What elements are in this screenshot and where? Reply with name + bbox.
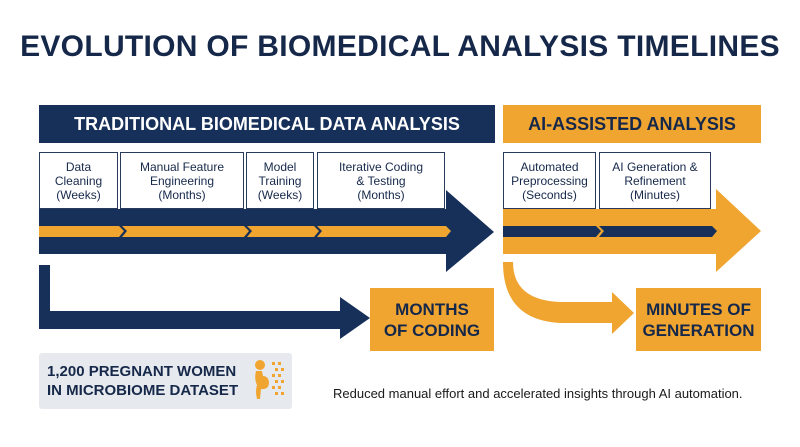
ai-header: AI-ASSISTED ANALYSIS xyxy=(503,105,761,143)
dataset-badge: 1,200 PREGNANT WOMEN IN MICROBIOME DATAS… xyxy=(39,353,292,409)
step-data-cleaning: Data Cleaning (Weeks) xyxy=(39,152,118,209)
traditional-bend-arrow xyxy=(39,265,370,339)
step-automated-preprocessing: Automated Preprocessing (Seconds) xyxy=(503,152,596,209)
pregnant-woman-data-icon xyxy=(255,360,284,399)
traditional-result: MONTHS OF CODING xyxy=(370,288,494,351)
caption: Reduced manual effort and accelerated in… xyxy=(333,386,743,401)
traditional-progress-bar xyxy=(39,226,124,237)
page-title: EVOLUTION OF BIOMEDICAL ANALYSIS TIMELIN… xyxy=(20,30,780,63)
ai-curved-arrow xyxy=(503,262,634,334)
step-iterative-coding-testing: Iterative Coding & Testing (Months) xyxy=(317,152,445,209)
dataset-line-1: 1,200 PREGNANT WOMEN xyxy=(47,363,237,380)
ai-result: MINUTES OF GENERATION xyxy=(636,288,761,351)
ai-progress-bar xyxy=(503,226,601,237)
dataset-line-2: IN MICROBIOME DATASET xyxy=(47,382,239,399)
step-model-training: Model Training (Weeks) xyxy=(246,152,314,209)
step-ai-generation-refinement: AI Generation & Refinement (Minutes) xyxy=(599,152,711,209)
traditional-header: TRADITIONAL BIOMEDICAL DATA ANALYSIS xyxy=(39,105,495,143)
step-manual-feature-engineering: Manual Feature Engineering (Months) xyxy=(120,152,244,209)
